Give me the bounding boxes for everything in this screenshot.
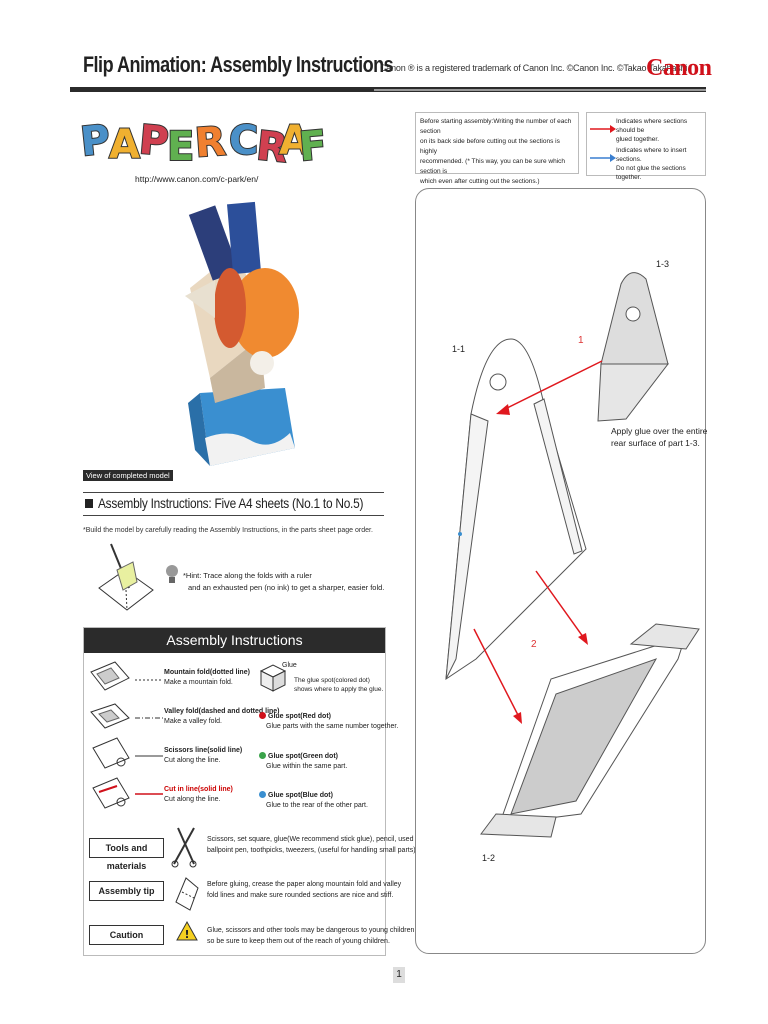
model-caption: View of completed model [83,470,173,481]
completed-model-image [185,201,299,466]
svg-text:P: P [137,117,170,165]
legend-cut-in-line: Cut in line(solid line) Cut along the li… [164,785,233,805]
part-label-1-2: 1-2 [482,853,496,863]
assembly-tip-label: Assembly tip [89,881,164,901]
glue-spot-green-desc: Glue within the same part. [266,763,348,770]
glue-label: Glue [282,662,297,669]
legend-cut-in-line-desc: Cut along the line. [164,796,221,803]
hint-text: *Hint: Trace along the folds with a rule… [183,570,384,594]
glue-cube-icon [259,664,287,692]
svg-text:E: E [167,124,194,170]
legend-cut-in-line-label: Cut in line(solid line) [164,786,233,793]
step-number-1: 1 [578,335,584,346]
glue-spot-red-desc: Glue parts with the same number together… [266,723,399,730]
svg-text:A: A [109,122,140,168]
legend-mountain-fold: Mountain fold(dotted line) Make a mounta… [164,668,250,688]
before-line-2: on its back side before cutting out the … [420,138,560,155]
tools-line-1: Scissors, set square, glue(We recommend … [207,836,414,843]
blue-arrow-icon [590,154,616,162]
warning-icon: ! [176,920,198,941]
before-assembly-note: Before starting assembly:Writing the num… [415,112,579,185]
red-line-1: Indicates where sections should be [616,118,688,134]
red-arrow-icon [590,125,616,133]
blue-line-2: Do not glue the sections together. [616,165,686,181]
panel-title: Assembly Instructions [84,628,385,653]
assembly-diagram: 1-3 1-1 1-2 1 2 Apply glue over the enti… [415,188,707,954]
folding-hand-icon [175,877,199,911]
glue-spot-blue-desc: Glue to the rear of the other part. [266,802,368,809]
legend-scissors-line: Scissors line(solid line) Cut along the … [164,746,242,766]
reading-note: *Build the model by carefully reading th… [83,527,373,534]
red-line-2: glued together. [616,136,660,143]
glue-spot-green-label: Glue spot(Green dot) [268,753,338,760]
assembly-diagram-drawing [445,272,700,838]
blue-line-1: Indicates where to insert sections. [616,147,687,163]
tip-text: Before gluing, crease the paper along mo… [207,879,401,901]
hint-line-2: and an exhausted pen (no ink) to get a s… [188,583,385,592]
page-title: Flip Animation: Assembly Instructions [83,52,394,77]
lightbulb-icon [166,565,178,583]
caution-line-2: so be sure to keep them out of the reach… [207,938,390,945]
caution-label: Caution [89,925,164,945]
tip-line-2: fold lines and make sure rounded section… [207,892,394,899]
tools-line-2: ballpoint pen, toothpicks, tweezers, (us… [207,847,416,854]
green-dot-icon [259,752,266,759]
legend-valley-fold: Valley fold(dashed and dotted line) Make… [164,707,280,727]
svg-text:F: F [297,122,325,170]
assembly-instructions-panel: Assembly Instructions Mountain fold(dott… [83,627,416,956]
arrow-legend: Indicates where sections should be glued… [586,112,706,181]
legend-scissors-line-label: Scissors line(solid line) [164,747,243,754]
svg-text:!: ! [184,928,189,941]
before-line-3: recommended. (* This way, you can be sur… [420,158,565,175]
glue-spot-blue-label: Glue spot(Blue dot) [268,792,333,799]
legend-valley-fold-desc: Make a valley fold. [164,718,222,725]
glue-spot-blue: Glue spot(Blue dot) Glue to the rear of … [259,791,368,811]
legend-scissors-line-desc: Cut along the line. [164,757,221,764]
fold-tracing-illustration [98,543,154,611]
glue-note: The glue spot(colored dot) shows where t… [294,676,383,694]
red-arrow-text: Indicates where sections should be glued… [616,117,705,144]
section-heading-text: Assembly Instructions: Five A4 sheets (N… [98,495,364,511]
svg-text:R: R [193,119,227,167]
step-number-2: 2 [531,639,537,650]
legend-valley-fold-label: Valley fold(dashed and dotted line) [164,708,280,715]
hint-line-1: *Hint: Trace along the folds with a rule… [183,571,312,580]
legend-mountain-fold-label: Mountain fold(dotted line) [164,669,250,676]
red-dot-icon [259,712,266,719]
tip-line-1: Before gluing, crease the paper along mo… [207,881,402,888]
tools-text: Scissors, set square, glue(We recommend … [207,834,416,856]
legend-mountain-fold-desc: Make a mountain fold. [164,679,233,686]
blue-arrow-text: Indicates where to insert sections. Do n… [616,146,705,182]
paper-craft-logo: P A P E R C R A F [77,116,325,173]
bullet-square-icon [85,499,93,508]
tools-label: Tools and materials [89,838,164,871]
header-rule-right [374,89,706,91]
caution-text: Glue, scissors and other tools may be da… [207,925,414,947]
glue-spot-green: Glue spot(Green dot) Glue within the sam… [259,752,347,772]
section-heading: Assembly Instructions: Five A4 sheets (N… [83,492,384,516]
svg-text:P: P [78,117,112,166]
glue-instruction: Apply glue over the entire rear surface … [611,425,707,449]
svg-text:R: R [254,123,289,172]
scissors-icon [171,827,197,868]
svg-text:A: A [279,118,310,164]
before-line-1: Before starting assembly:Writing the num… [420,118,572,135]
canon-logo: Canon [646,55,712,81]
website-url[interactable]: http://www.canon.com/c-park/en/ [135,174,259,184]
fold-type-illustrations [90,661,163,809]
before-line-4: which even after cutting out the section… [420,178,540,185]
glue-instruction-line-2: rear surface of part 1-3. [611,438,700,448]
glue-note-line-2: shows where to apply the glue. [294,686,384,693]
glue-spot-red-label: Glue spot(Red dot) [268,713,331,720]
glue-instruction-line-1: Apply glue over the entire [611,426,708,436]
blue-dot-icon [259,791,266,798]
caution-line-1: Glue, scissors and other tools may be da… [207,927,415,934]
part-label-1-1: 1-1 [452,344,466,354]
part-label-1-3: 1-3 [656,259,670,269]
glue-note-line-1: The glue spot(colored dot) [294,677,370,684]
trademark-notice: Canon ® is a registered trademark of Can… [380,63,688,73]
page-number: 1 [393,967,405,983]
glue-spot-red: Glue spot(Red dot) Glue parts with the s… [259,712,398,732]
svg-text:C: C [229,118,258,164]
